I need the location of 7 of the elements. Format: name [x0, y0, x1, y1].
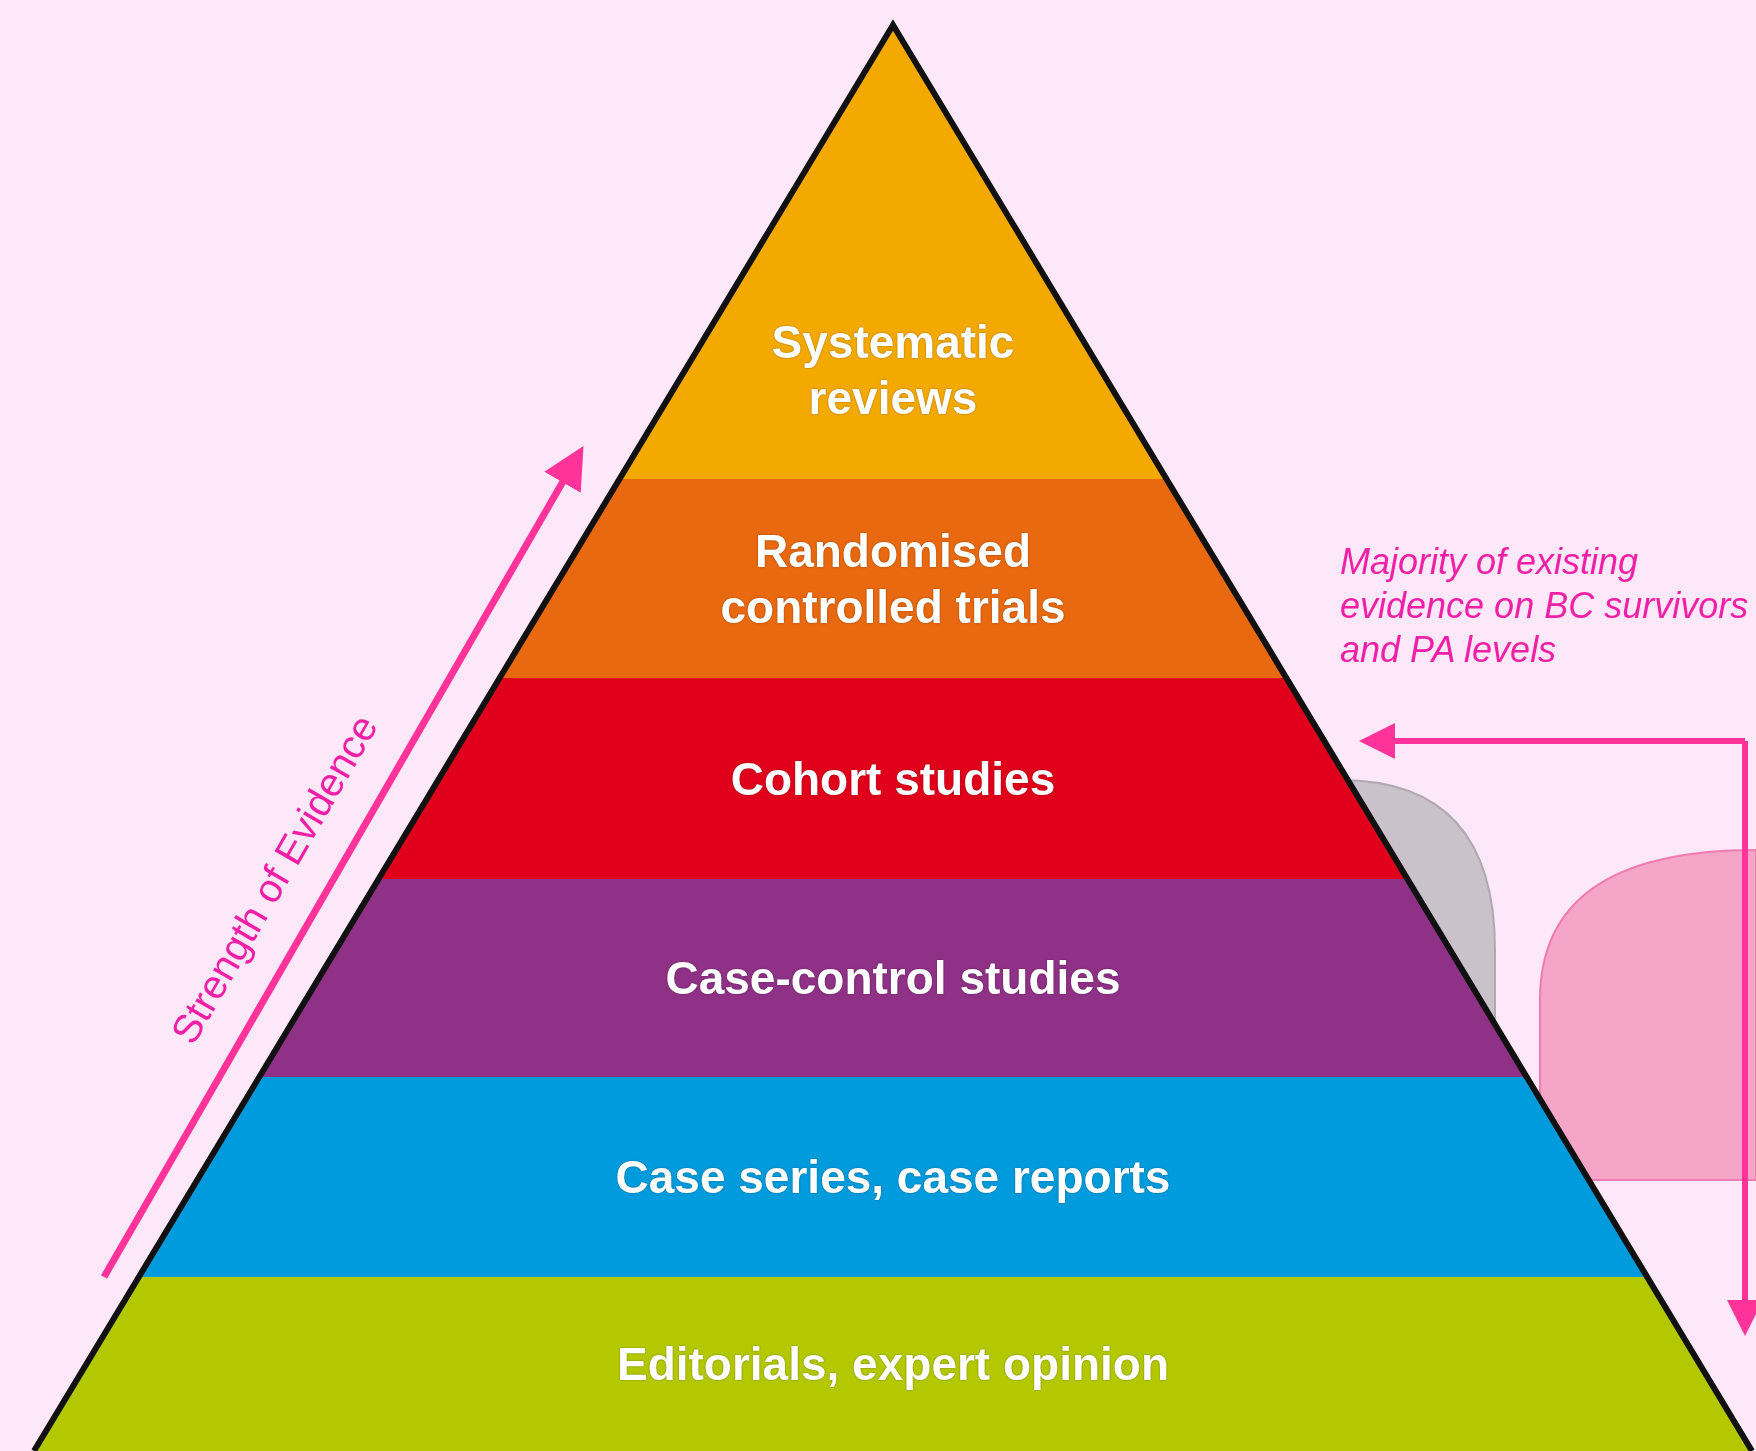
tier-label: Systematic reviews	[770, 315, 1016, 426]
tier-label: Randomised controlled trials	[719, 523, 1067, 635]
tier-label: Cohort studies	[729, 751, 1057, 807]
tier-label: Case series, case reports	[614, 1150, 1172, 1205]
tier-label: Case-control studies	[664, 951, 1122, 1006]
annotation-text: Majority of existing evidence on BC survivors and PA levels	[1340, 540, 1750, 672]
tier-label: Editorials, expert opinion	[615, 1337, 1171, 1392]
